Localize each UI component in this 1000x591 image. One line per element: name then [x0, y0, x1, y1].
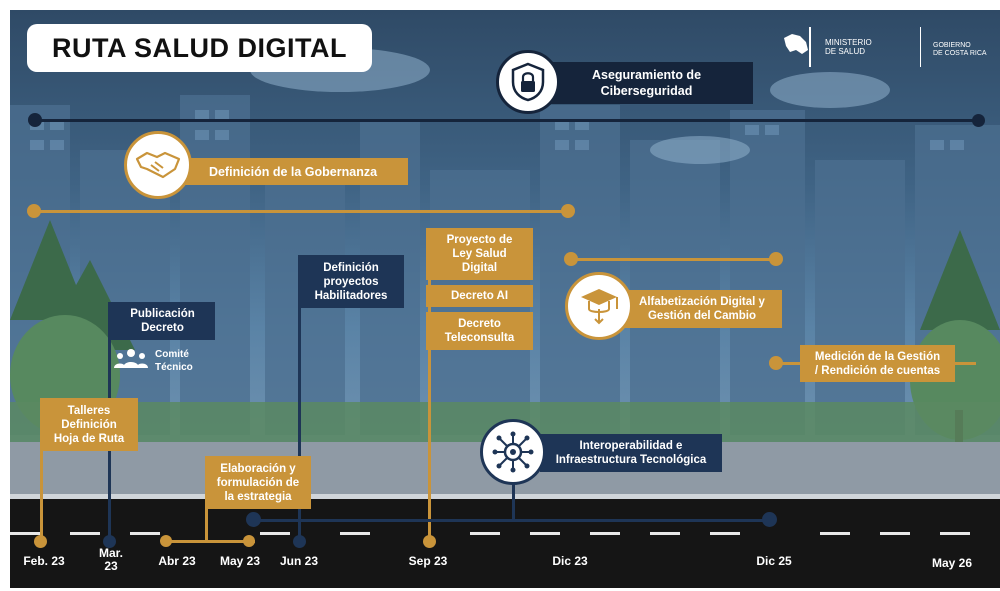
title-banner: RUTA SALUD DIGITAL: [27, 24, 372, 72]
may23-dot: [243, 535, 255, 547]
ciberseguridad-end-dot: [972, 114, 985, 127]
date-abr23: Abr 23: [158, 554, 196, 568]
feb23-dot: [34, 535, 47, 548]
gobernanza-icon-badge: [124, 131, 192, 199]
date-feb23: Feb. 23: [23, 554, 65, 568]
elaboracion-label: Elaboración y formulación de la estrateg…: [205, 456, 311, 509]
page-title: RUTA SALUD DIGITAL: [52, 32, 347, 63]
ciberseguridad-timeline-bar: [34, 119, 982, 122]
handshake-icon: [135, 151, 181, 179]
gobernanza-end-dot: [561, 204, 575, 218]
medicion-start-dot: [769, 356, 783, 370]
ciberseguridad-icon-badge: [496, 50, 560, 114]
government-logos: MINISTERIO DE SALUD GOBIERNO DE COSTA RI…: [780, 24, 990, 68]
date-may26: May 26: [931, 556, 973, 570]
jun23-connector: [298, 255, 301, 545]
interoperabilidad-end-dot: [762, 512, 777, 527]
alfabetizacion-start-dot: [564, 252, 578, 266]
interoperabilidad-start-dot: [246, 512, 261, 527]
decreto-teleconsulta-label: Decreto Teleconsulta: [426, 312, 533, 350]
alfabetizacion-end-dot: [769, 252, 783, 266]
interoperabilidad-label: Interoperabilidad e Infraestructura Tecn…: [540, 434, 722, 472]
jun23-dot: [293, 535, 306, 548]
gobernanza-start-dot: [27, 204, 41, 218]
alfabetizacion-timeline-bar: [570, 258, 777, 261]
decreto-ai-label: Decreto AI: [426, 285, 533, 307]
ciberseguridad-label: Aseguramiento de Ciberseguridad: [540, 62, 753, 104]
comite-tecnico-label: Comité Técnico: [155, 349, 193, 373]
date-may23: May 23: [219, 554, 261, 568]
network-chip-icon: [492, 431, 534, 473]
ciberseguridad-start-dot: [28, 113, 42, 127]
proyectos-habilitadores-label: Definición proyectos Habilitadores: [298, 255, 404, 308]
date-mar23: Mar. 23: [98, 546, 123, 573]
mar23-dot: [103, 535, 116, 548]
feb23-connector: [40, 398, 43, 544]
date-dic25: Dic 25: [756, 554, 792, 568]
graduation-cap-icon: [581, 289, 618, 325]
costa-rica-map-icon: [784, 34, 808, 54]
sep23-connector: [428, 228, 431, 544]
alfabetizacion-icon-badge: [565, 272, 633, 340]
elaboracion-timeline-bar: [165, 540, 255, 543]
date-sep23: Sep 23: [408, 554, 448, 568]
alfabetizacion-label: Alfabetización Digital y Gestión del Cam…: [622, 290, 782, 328]
people-group-icon: [114, 349, 148, 368]
publicacion-decreto-label: Publicación Decreto: [110, 302, 215, 340]
roadmap-infographic: RUTA SALUD DIGITAL MINISTERIO DE SALUD G…: [10, 10, 1000, 588]
lock-shield-icon: [511, 62, 545, 102]
abr23-dot: [160, 535, 172, 547]
talleres-label: Talleres Definición Hoja de Ruta: [40, 398, 138, 451]
sep23-dot: [423, 535, 436, 548]
ministerio-logo: MINISTERIO DE SALUD: [825, 38, 872, 56]
ley-salud-digital-label: Proyecto de Ley Salud Digital: [426, 228, 533, 280]
date-jun23: Jun 23: [279, 554, 318, 568]
gobernanza-timeline-bar: [34, 210, 568, 213]
gobierno-logo: GOBIERNO DE COSTA RICA: [933, 42, 987, 57]
interoperabilidad-icon-badge: [480, 419, 546, 485]
gobernanza-label: Definición de la Gobernanza: [178, 158, 408, 185]
interoperabilidad-timeline-bar: [254, 519, 770, 522]
date-dic23: Dic 23: [552, 554, 588, 568]
interoperabilidad-connector: [512, 472, 515, 520]
medicion-label: Medición de la Gestión / Rendición de cu…: [800, 345, 955, 382]
